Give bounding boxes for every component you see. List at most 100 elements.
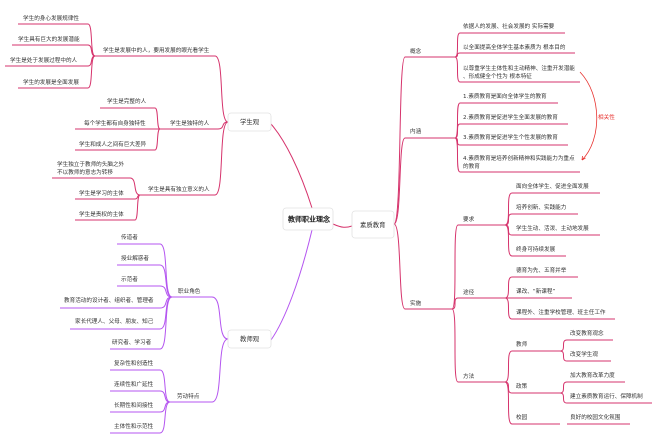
leaf[interactable]: 研究者、学习者 [112, 338, 152, 346]
leaf[interactable]: 以全面提高全体学生基本素质为 根本目的 [463, 43, 566, 51]
branch-approaches[interactable]: 途径 [463, 288, 475, 296]
connector-line [504, 192, 513, 226]
connector-line [393, 56, 406, 225]
connector-line [87, 55, 96, 89]
connector-line [211, 296, 229, 340]
connector-line [559, 392, 568, 404]
branch-concept[interactable]: 概念 [410, 47, 422, 55]
connector-line [270, 123, 313, 209]
connector-line [504, 213, 513, 226]
connector-line [214, 55, 229, 123]
svg-text:教师观: 教师观 [240, 334, 260, 343]
leaf[interactable]: 课程外、注重学校管理、班主任工作 [516, 308, 606, 316]
branch-student-independent[interactable]: 学生是具有独立意义的人 [148, 185, 210, 193]
branch-connotation[interactable]: 内涵 [410, 127, 422, 135]
branch-student-developing[interactable]: 学生是发展中的人，要用发展的眼光看学生 [103, 46, 210, 54]
branch-method-teacher[interactable]: 教师 [516, 340, 528, 348]
node-teacher-view[interactable]: 教师观 [227, 329, 272, 349]
connector-line [159, 264, 173, 298]
connector-line [87, 23, 96, 57]
leaf[interactable]: 学生是责权的主体 [79, 210, 124, 218]
leaf[interactable]: 学生的身心发展规律性 [23, 14, 79, 22]
connector-line [454, 32, 461, 58]
connector-line [451, 308, 459, 383]
connector-line [559, 339, 568, 352]
branch-method-policy[interactable]: 政策 [516, 382, 528, 390]
leaf[interactable]: 学生具有巨大的发展潜能 [18, 35, 80, 43]
connector-line [134, 194, 141, 221]
connector-line [504, 297, 513, 320]
connector-line [559, 350, 568, 362]
branch-methods[interactable]: 方法 [463, 372, 475, 380]
connector-line [87, 44, 96, 57]
connector-line [454, 123, 461, 139]
leaf[interactable]: 2.素质教育是促进学生全面发展的教育 [463, 113, 558, 121]
branch-student-unique[interactable]: 学生是独特的人 [170, 119, 210, 127]
leaf[interactable]: 家长代理人、父母、朋友、知己 [75, 317, 154, 325]
leaf[interactable]: 每个学生都有自身独特性 [84, 119, 146, 127]
leaf[interactable]: 3.素质教育是促进学生个性发展的教育 [463, 133, 558, 141]
leaf[interactable]: 传道者 [121, 233, 138, 241]
leaf[interactable]: 改变学生观 [570, 350, 598, 358]
leaf[interactable]: 加大教育改革力度 [570, 371, 615, 379]
root-node[interactable]: 教师职业理念 [282, 207, 334, 231]
connector-line [451, 297, 459, 310]
leaf[interactable]: 长期性和间接性 [114, 401, 154, 409]
leaf[interactable]: 学生是处于发展过程中的人 [10, 56, 78, 64]
branch-requirements[interactable]: 要求 [463, 215, 475, 223]
connector-line [454, 137, 461, 173]
leaf[interactable]: 良好的校园文化氛围 [570, 413, 621, 421]
leaf[interactable]: 学生是学习的主体 [79, 189, 124, 197]
leaf[interactable]: 连续性和广延性 [114, 380, 154, 388]
connector-line [393, 137, 406, 225]
leaf[interactable]: 学生是完整的人 [107, 97, 147, 105]
leaf[interactable]: 主体性和示范性 [114, 422, 154, 430]
leaf[interactable]: 不以教师的意志为转移 [57, 168, 113, 176]
connector-line [393, 223, 406, 310]
leaf[interactable]: 以尊重学生主体性和主动精神、注重开发潜能 [463, 64, 575, 72]
connector-line [270, 229, 313, 341]
connector-line [504, 224, 513, 257]
connector-line [559, 381, 568, 394]
connector-line [159, 401, 171, 413]
leaf[interactable]: 的教育 [463, 162, 480, 170]
connector-line [504, 350, 513, 383]
connector-line [154, 107, 161, 130]
connector-line [159, 390, 171, 403]
connector-line [332, 223, 353, 228]
leaf[interactable]: 改变教育观念 [570, 329, 604, 337]
connector-line [211, 338, 229, 403]
node-quality-education[interactable]: 素质教育 [351, 210, 395, 239]
leaf[interactable]: 1.素质教育是面向全体学生的教育 [463, 92, 547, 100]
leaf[interactable]: 、形成健全个性为 根本特征 [463, 72, 532, 80]
leaf[interactable]: 学生和成人之间有巨大差异 [79, 140, 147, 148]
leaf[interactable]: 4.素质教育是培养创新精神和实践能力为重点 [463, 154, 575, 162]
connector-line [159, 296, 173, 309]
node-student-view[interactable]: 学生观 [227, 112, 272, 132]
leaf[interactable]: 终身可持续发展 [516, 245, 556, 253]
connector-line [154, 128, 161, 151]
leaf[interactable]: 教育活动的设计者、组织者、管理者 [64, 296, 154, 304]
leaf[interactable]: 学生独立于教师的头脑之外 [57, 160, 125, 168]
connector-line [454, 56, 461, 83]
leaf[interactable]: 培养创新、实践能力 [516, 203, 567, 211]
leaf[interactable]: 学生的发展是全面发展 [23, 78, 79, 86]
connector-line [214, 121, 229, 196]
leaf[interactable]: 授业解惑者 [121, 254, 149, 262]
leaf[interactable]: 课改、“新课程” [516, 287, 555, 295]
leaf[interactable]: 复杂性和创造性 [114, 359, 154, 367]
branch-method-campus[interactable]: 校园 [516, 413, 528, 421]
arrow-head-icon [581, 155, 586, 161]
connector-line [159, 296, 173, 350]
branch-teacher-role[interactable]: 职业角色 [178, 287, 201, 295]
leaf[interactable]: 面向全体学生、促进全面发展 [516, 182, 589, 190]
leaf[interactable]: 学生生动、活泼、主动地发展 [516, 224, 589, 232]
branch-teacher-labor[interactable]: 劳动特点 [177, 392, 200, 400]
leaf[interactable]: 示范者 [121, 275, 138, 283]
leaf[interactable]: 德育为先、五育并举 [516, 266, 567, 274]
leaf[interactable]: 依据人的发展、社会发展的 实际需要 [463, 22, 555, 30]
branch-implementation[interactable]: 实施 [410, 299, 422, 307]
leaf[interactable]: 建立素质教育运行、保障机制 [570, 392, 643, 400]
connector-line [129, 177, 141, 196]
relation-arrow [579, 71, 598, 161]
